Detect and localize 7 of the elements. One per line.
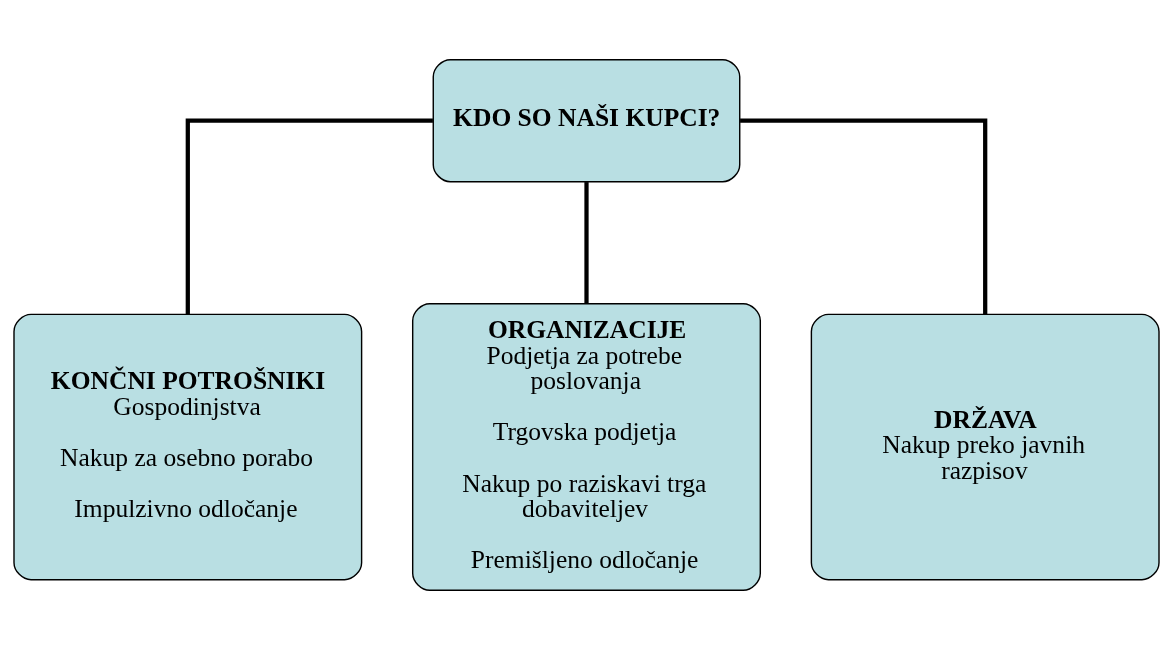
connector bbox=[185, 118, 433, 315]
connector bbox=[740, 118, 988, 315]
node-box: KDO SO NAŠI KUPCI? bbox=[432, 58, 741, 183]
node-box: ORGANIZACIJE Podjetja za potrebe poslovanja Trgovska podjetja Nakup po raziskavi trga dobaviteljev Premišljeno odločanje bbox=[412, 303, 761, 592]
connector bbox=[584, 182, 589, 304]
node-box: DRŽAVA Nakup preko javnih razpisov bbox=[810, 313, 1160, 581]
node-box: KONČNI POTROŠNIKI Gospodinjstva Nakup za osebno porabo Impulzivno odločanje bbox=[13, 313, 363, 581]
